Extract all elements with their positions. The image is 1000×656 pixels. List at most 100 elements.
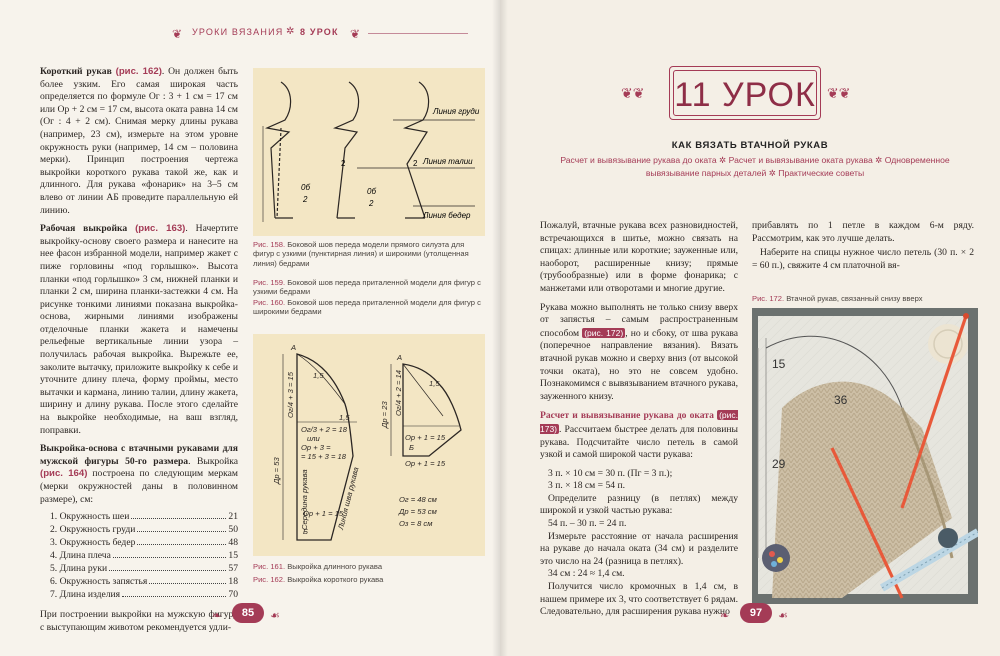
equation: 54 п. – 30 п. = 24 п. <box>548 518 627 530</box>
measure-dr: Др = 53 см <box>398 507 438 516</box>
paragraph-heading: Рабочая выкройка <box>40 223 128 235</box>
paragraph-heading: Короткий рукав <box>40 66 112 77</box>
label-sleeve-middle: Середина рукава <box>300 469 309 530</box>
point-b: Б <box>409 443 414 452</box>
seam-dashed-1 <box>276 127 282 219</box>
figure-ref[interactable]: (рис. 164) <box>40 468 88 480</box>
label-frac-num: 0б <box>367 187 376 196</box>
paragraph: Рабочая выкройка (рис. 163). Начертите в… <box>40 223 238 437</box>
figure-caption-161: Рис. 161. Выкройка длинного рукава <box>253 562 383 571</box>
figure-ref[interactable]: (рис. 163) <box>135 223 186 235</box>
paragraph: Выкройка-основа с втачными рукавами для … <box>40 443 238 506</box>
point-a: А <box>290 343 296 352</box>
title-frame-inner <box>673 70 817 116</box>
equation: 3 п. × 18 см = 54 п. <box>548 480 625 492</box>
figure-ref[interactable]: (рис. 172) <box>582 327 626 338</box>
topic-item: Расчет и вывязывание оката рукава <box>728 155 873 165</box>
header-ornament-icon: ❦ <box>350 27 362 41</box>
book-gutter <box>492 0 508 656</box>
page-number: 97 <box>740 603 772 623</box>
lesson-subtitle: КАК ВЯЗАТЬ ВТАЧНОЙ РУКАВ <box>671 140 829 151</box>
label-dr23: Др = 23 <box>380 401 389 429</box>
paragraph: прибавлять по 1 петле в каждом 6-м ряду.… <box>752 220 974 244</box>
label-1-5: 1,5 <box>339 413 350 422</box>
formula: Ор + 3 = <box>301 443 331 452</box>
figure-caption-160: Рис. 160. Боковой шов переда приталенной… <box>253 298 481 317</box>
header-lesson: 8 УРОК <box>300 27 339 37</box>
page-number-right: ❧ 97 ☙ <box>696 603 816 624</box>
paragraph-text: . Выкройка <box>188 455 238 467</box>
ornament-icon: ❧ <box>212 610 222 622</box>
topic-separator-icon: ✲ <box>716 155 729 165</box>
running-header: ❦ УРОКИ ВЯЗАНИЯ ✲ 8 УРОК ❦ <box>170 24 470 44</box>
label-hip: Линия бедер <box>422 211 471 220</box>
paragraph: Пожалуй, втачные рукава всех разновиднос… <box>540 220 738 294</box>
paragraph: Определите разницу (в петлях) между широ… <box>540 492 738 517</box>
topic-separator-icon: ✲ <box>766 168 779 178</box>
seam-line-2 <box>332 81 360 219</box>
long-sleeve-cap <box>296 353 346 405</box>
paragraph-text: . Он должен быть более узким. Его самая … <box>40 66 238 216</box>
paragraph: Наберите на спицы нужное число петель (3… <box>752 247 974 271</box>
point-b: Б <box>303 527 308 536</box>
paragraph: Рукава можно выполнять не только снизу в… <box>540 301 738 402</box>
right-text-column-2: прибавлять по 1 петле в каждом 6-м ряду.… <box>752 220 974 278</box>
left-text-column: Короткий рукав (рис. 162). Он должен быт… <box>40 66 238 640</box>
figure-caption-158: Рис. 158. Боковой шов переда модели прям… <box>253 240 469 268</box>
figure-caption-162: Рис. 162. Выкройка короткого рукава <box>253 575 384 584</box>
seam-line-1 <box>264 81 292 219</box>
wing-ornament-icon: ❦❦ <box>827 87 851 102</box>
figure-sleeve-patterns: А Б А Б 1,5 1,5 1,5 Ог/3 + 2 = 18 или Ор… <box>253 334 485 556</box>
label-2: 2 <box>413 159 418 168</box>
figure-caption-159: Рис. 159. Боковой шов переда приталенной… <box>253 278 481 297</box>
label-frac-num: 0б <box>301 183 310 192</box>
label-chest: Линия груди <box>432 107 480 116</box>
sleeve-pattern-diagram: А Б А Б 1,5 1,5 1,5 Ог/3 + 2 = 18 или Ор… <box>272 343 462 541</box>
left-page: ❦ УРОКИ ВЯЗАНИЯ ✲ 8 УРОК ❦ Короткий рука… <box>40 24 485 640</box>
photo-mark-15: 15 <box>772 357 786 371</box>
right-text-column-1: Пожалуй, втачные рукава всех разновиднос… <box>540 220 738 619</box>
paragraph-text: построена по следующим меркам (мерки окр… <box>40 468 238 505</box>
formula: Ог/4 + 3 = 15 <box>286 371 295 418</box>
paragraph: Получится число кромочных в 1,4 см, в на… <box>540 581 738 618</box>
measure-oz: Оз = 8 см <box>399 519 433 528</box>
paragraph-text: . Начертите выкройку-основу своего разме… <box>40 223 238 436</box>
short-sleeve-guide <box>402 363 444 417</box>
equation: 3 п. × 10 см = 30 п. (Пг = 3 п.); <box>548 467 673 479</box>
formula: = 15 + 3 = 18 <box>301 452 347 461</box>
paragraph: Измерьте расстояние от начала расширения… <box>540 530 738 567</box>
wing-ornament-icon: ❦❦ <box>621 87 645 102</box>
photo-illustration: 15 36 29 <box>752 308 978 604</box>
formula: Ор + 1 = 15 <box>405 433 446 442</box>
photo-mark-36: 36 <box>834 393 848 407</box>
header-separator-icon: ✲ <box>286 26 296 37</box>
topic-item: Расчет и вывязывание рукава до оката <box>560 155 717 165</box>
label-1-5: 1,5 <box>313 371 324 380</box>
long-sleeve-outline <box>296 353 354 541</box>
topic-item: Одновременное вывязывание парных деталей <box>645 155 950 178</box>
topic-separator-icon: ✲ <box>872 155 885 165</box>
equation: 34 см : 24 ≈ 1,4 см. <box>548 568 625 580</box>
figure-side-seams: Линия груди Линия талии Линия бедер 0б 2… <box>253 68 485 236</box>
lesson-title-box: ❦❦ 11 УРОК ❦❦ <box>621 56 850 132</box>
label-dr53: Др = 53 <box>272 457 281 485</box>
ornament-icon: ☙ <box>778 610 788 622</box>
photo-mark-29: 29 <box>772 457 786 471</box>
figure-ref[interactable]: (рис. 162) <box>115 66 162 77</box>
label-1-5: 1,5 <box>429 379 440 388</box>
topic-item: Практические советы <box>778 168 865 178</box>
point-a: А <box>396 353 402 362</box>
page-number-left: ❧ 85 ☙ <box>188 603 308 624</box>
formula: Ог/3 + 2 = 18 <box>301 425 348 434</box>
formula: Ог/4 + 2 = 14 <box>394 370 403 416</box>
figure-caption-172: Рис. 172. Втачной рукав, связанный снизу… <box>752 294 923 303</box>
